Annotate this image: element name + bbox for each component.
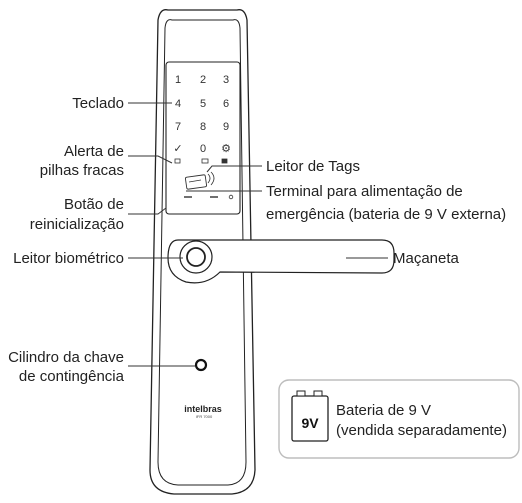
label-bateria-1: Bateria de 9 V [336, 402, 431, 419]
tag-reader-icon [185, 171, 215, 190]
key-8[interactable]: 8 [200, 121, 206, 133]
key-settings[interactable]: ⚙ [221, 143, 231, 155]
lock-icon [221, 158, 228, 164]
label-teclado: Teclado [72, 95, 124, 112]
fingerprint-sensor [186, 247, 206, 267]
label-bateria-2: (vendida separadamente) [336, 422, 507, 439]
label-terminal-1: Terminal para alimentação de [266, 183, 463, 200]
status-icons [174, 158, 228, 164]
key-0[interactable]: 0 [200, 143, 206, 155]
unlock-icon [174, 158, 181, 164]
label-terminal-2: emergência (bateria de 9 V externa) [266, 206, 506, 223]
key-cylinder [194, 358, 208, 372]
key-2[interactable]: 2 [200, 74, 206, 86]
label-tags: Leitor de Tags [266, 158, 360, 175]
key-7[interactable]: 7 [175, 121, 181, 133]
key-5[interactable]: 5 [200, 98, 206, 110]
low-battery-icon [201, 158, 209, 164]
brand-logo: intelbras [184, 404, 222, 414]
handle [167, 239, 395, 284]
battery-callout: 9V Bateria de 9 V (vendida separadamente… [278, 379, 520, 459]
keypad: 1 2 3 4 5 6 7 8 9 ✓ 0 ⚙ [173, 74, 231, 155]
key-1[interactable]: 1 [175, 74, 181, 86]
reset-button-hole [228, 194, 234, 200]
key-3[interactable]: 3 [223, 74, 229, 86]
label-cilindro-2: de contingência [19, 368, 125, 385]
label-alerta-2: pilhas fracas [40, 162, 124, 179]
label-botao-1: Botão de [64, 196, 124, 213]
label-macaneta: Maçaneta [393, 250, 460, 267]
label-cilindro-1: Cilindro da chave [8, 349, 124, 366]
key-4[interactable]: 4 [175, 98, 181, 110]
leader-lines [128, 102, 388, 367]
battery-icon: 9V [291, 390, 329, 442]
label-botao-2: reinicialização [30, 216, 124, 233]
emergency-terminal [184, 194, 234, 200]
label-biometrico: Leitor biométrico [13, 250, 124, 267]
key-confirm[interactable]: ✓ [173, 143, 182, 155]
key-6[interactable]: 6 [223, 98, 229, 110]
model-text: IFR 7000 [196, 414, 213, 419]
key-9[interactable]: 9 [223, 121, 229, 133]
battery-mark: 9V [301, 415, 319, 431]
label-alerta-1: Alerta de [64, 143, 124, 160]
